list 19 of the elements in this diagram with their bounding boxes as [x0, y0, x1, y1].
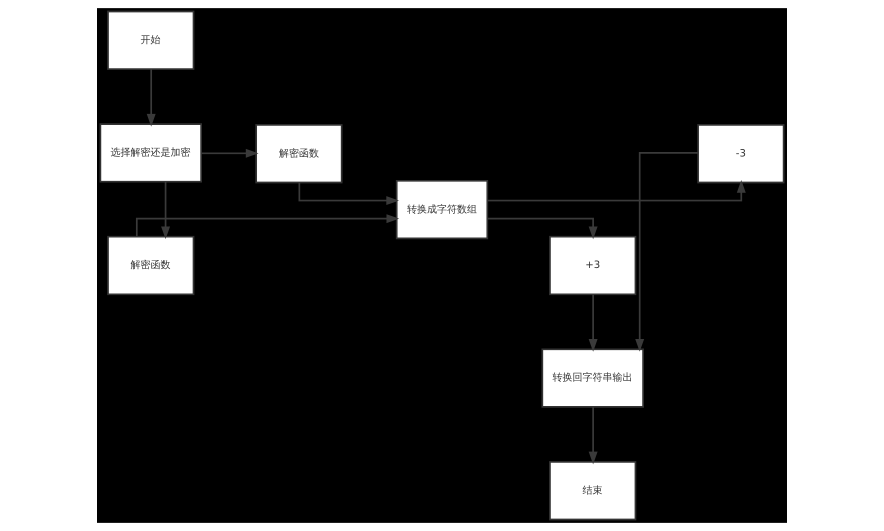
- arrow: [635, 152, 698, 352]
- arrow: [161, 182, 170, 240]
- arrow: [487, 218, 598, 240]
- node-box: 开始: [107, 10, 194, 70]
- arrow: [588, 294, 598, 352]
- node-box: 转换成字符数组: [396, 180, 488, 240]
- node-box: 结束: [549, 461, 636, 520]
- node-box: 选择解密还是加密: [100, 123, 202, 183]
- node-box: 解密函数: [255, 124, 343, 184]
- node-box: 转换回字符串输出: [541, 348, 644, 408]
- arrow: [201, 148, 259, 158]
- arrow: [487, 180, 746, 202]
- node-box: 解密函数: [107, 236, 194, 296]
- arrow: [136, 214, 400, 237]
- node-box: -3: [697, 124, 784, 184]
- node-box: +3: [549, 236, 636, 296]
- arrow: [298, 182, 400, 206]
- arrow: [146, 69, 156, 127]
- arrow: [588, 407, 598, 464]
